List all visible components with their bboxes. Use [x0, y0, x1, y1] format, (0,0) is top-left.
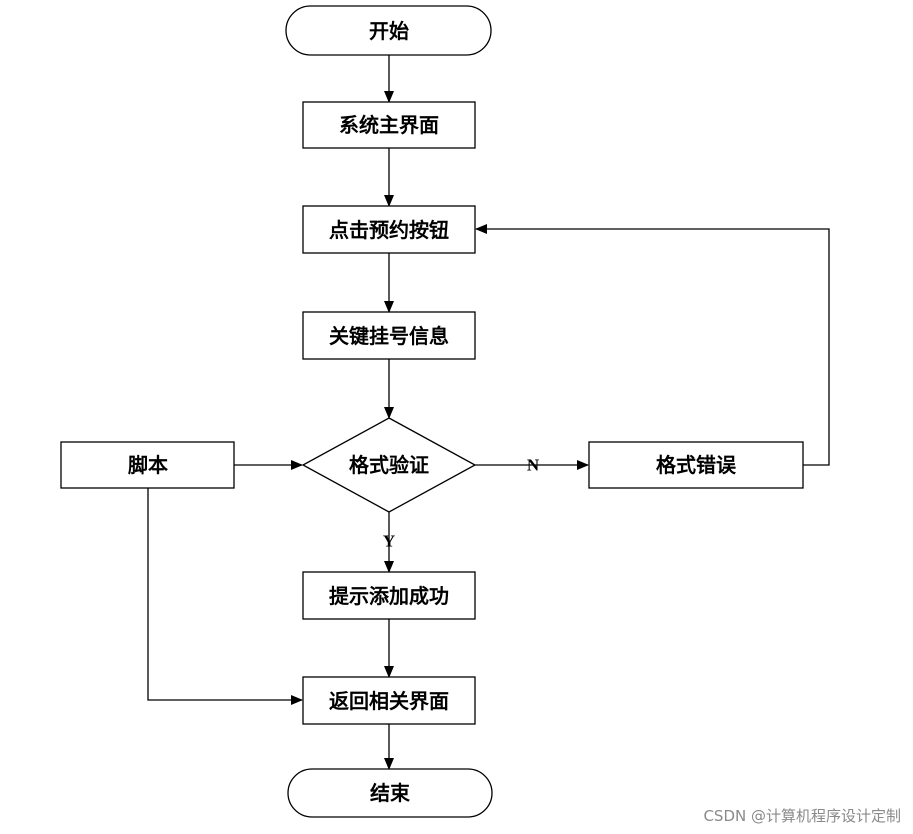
click-reserve-box [302, 205, 476, 254]
edge-error-to-click [475, 224, 830, 466]
connectors [147, 55, 830, 770]
end-label: 结束 [370, 781, 411, 805]
key-info-box [302, 311, 476, 360]
format-check-diamond [301, 417, 477, 513]
start-terminal [285, 5, 492, 56]
watermark: CSDN @计算机程序设计定制 [703, 807, 901, 825]
main-ui-label: 系统主界面 [339, 113, 439, 137]
format-check-label: 格式验证 [349, 453, 429, 477]
main-ui-box [302, 101, 476, 149]
format-error-label: 格式错误 [656, 453, 737, 477]
key-info-label: 关键挂号信息 [329, 324, 449, 348]
format-error-box [588, 441, 804, 489]
nodes [60, 5, 804, 818]
end-terminal [287, 768, 493, 818]
edge-label-yes: Y [383, 532, 395, 551]
click-reserve-label: 点击预约按钮 [329, 218, 449, 242]
return-ui-box [302, 676, 476, 725]
start-label: 开始 [369, 19, 409, 43]
add-success-label: 提示添加成功 [329, 584, 449, 608]
edge-label-no: N [527, 456, 540, 475]
add-success-box [302, 571, 476, 620]
script-label: 脚本 [128, 453, 168, 477]
node-labels: 开始 系统主界面 点击预约按钮 关键挂号信息 格式验证 脚本 格式错误 提示添加… [128, 19, 737, 805]
edge-script-to-return [147, 488, 303, 705]
script-box [60, 441, 235, 489]
edge-labels: N Y [383, 456, 540, 551]
return-ui-label: 返回相关界面 [329, 689, 449, 713]
